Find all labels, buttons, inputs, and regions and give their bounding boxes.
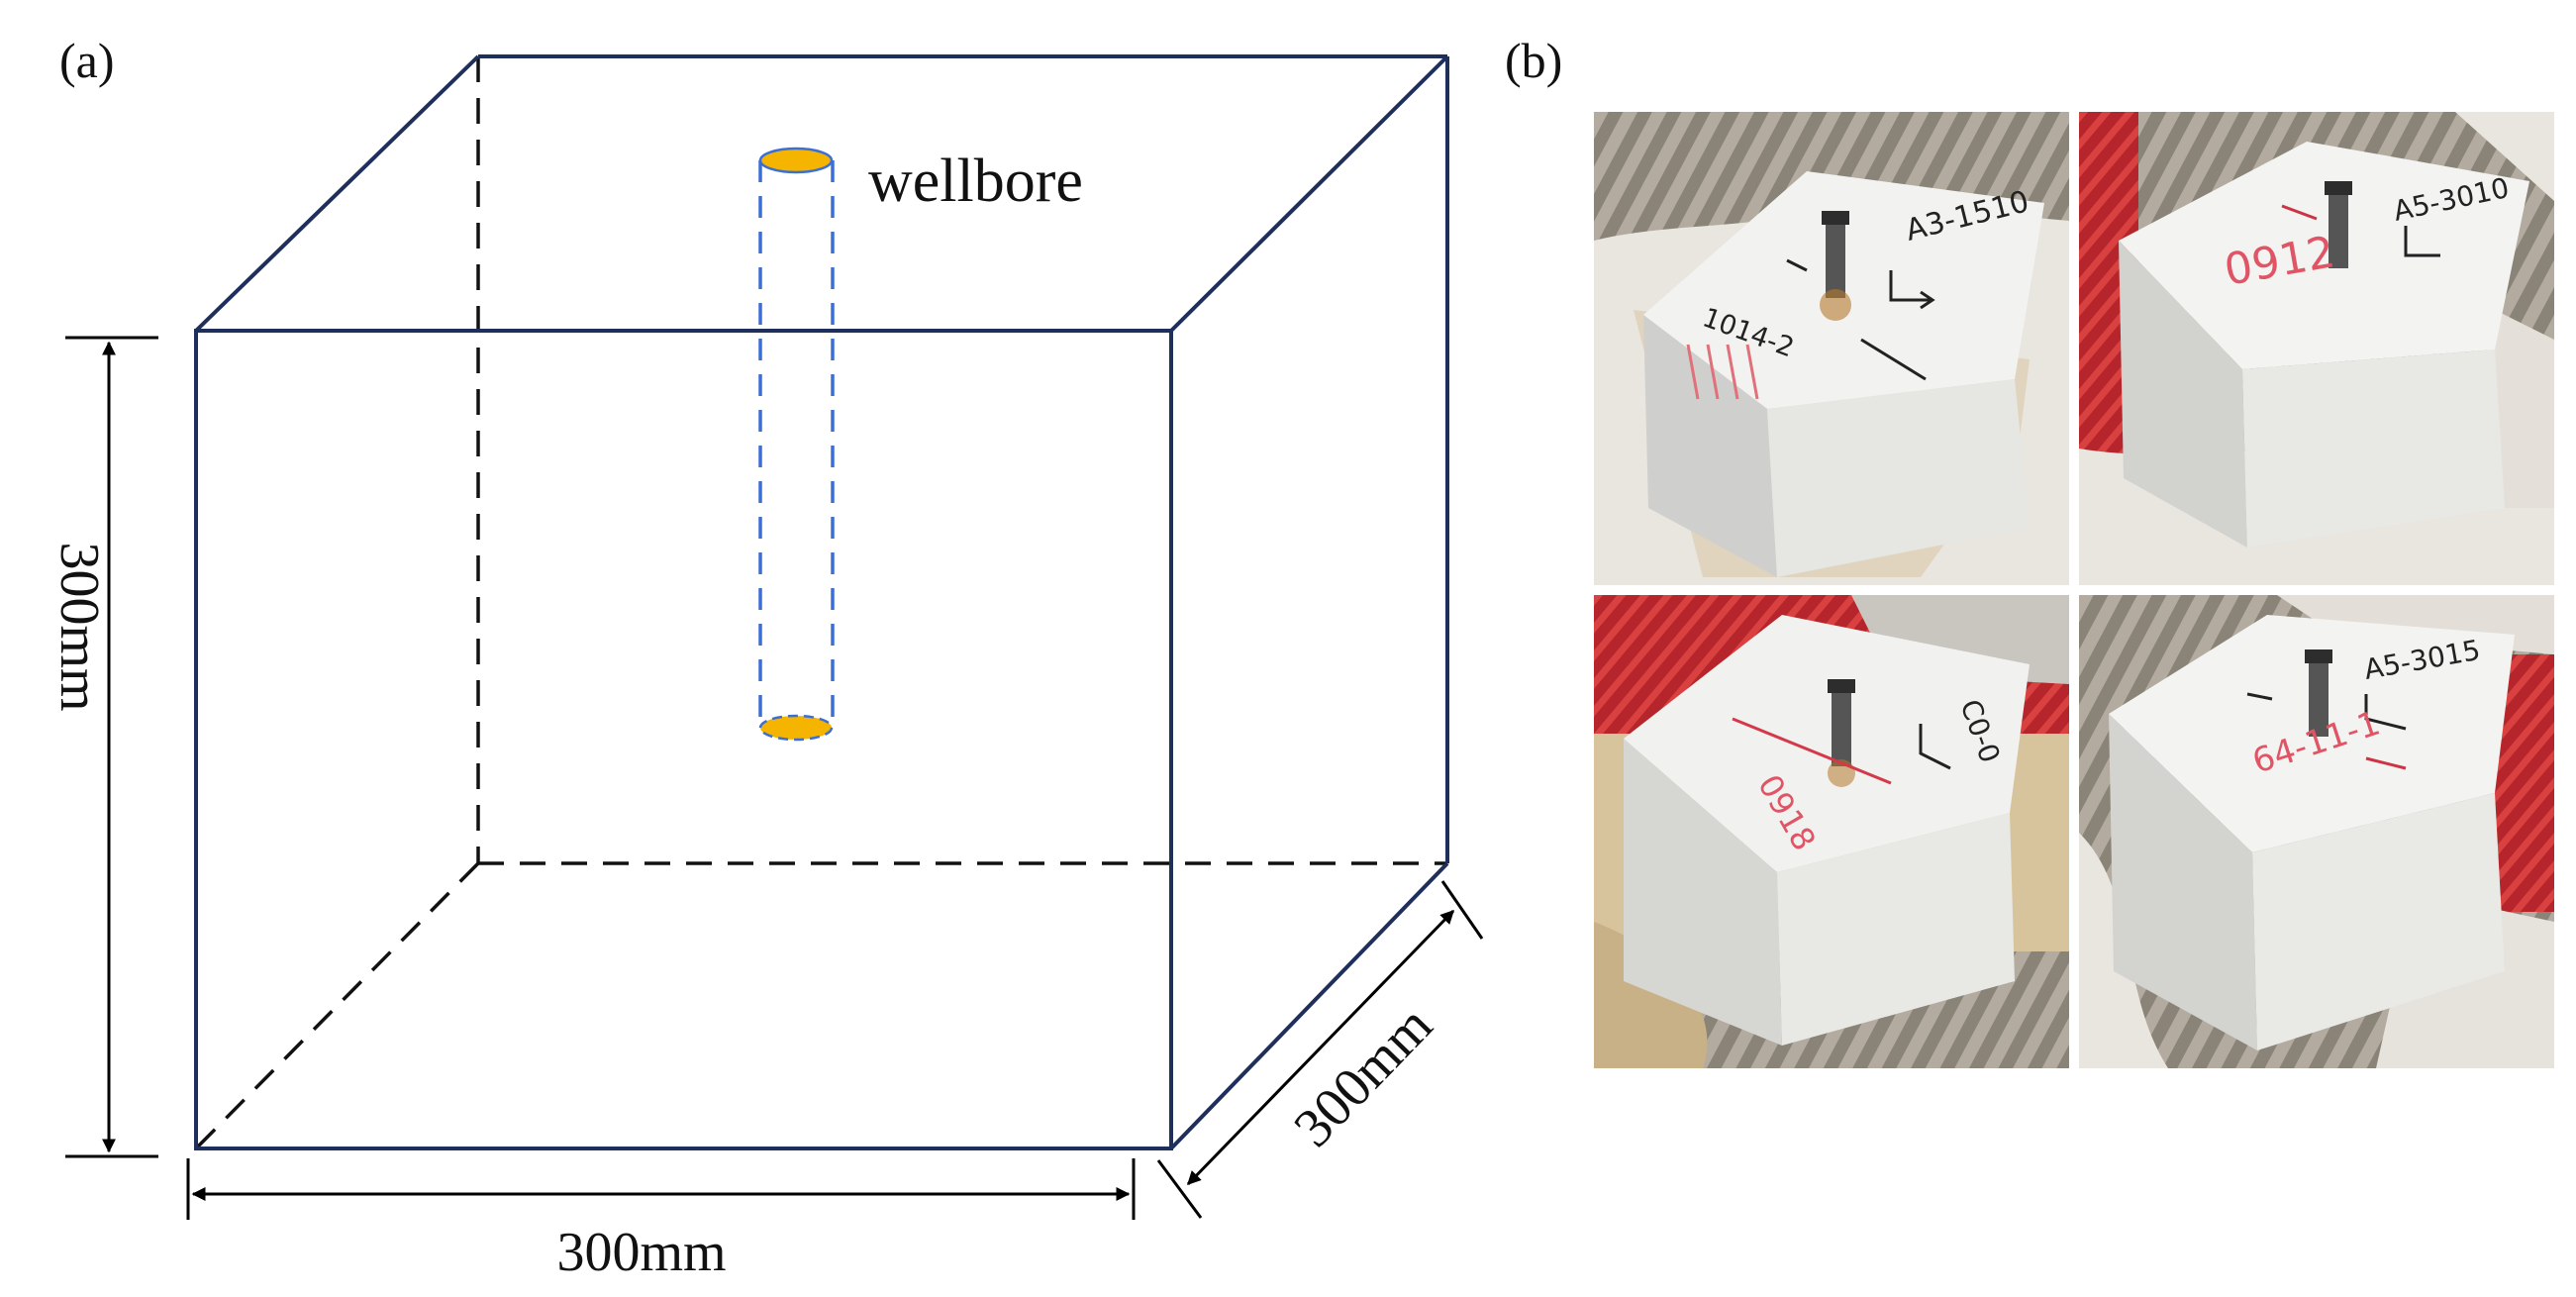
wellbore bbox=[758, 147, 835, 742]
photo-top-left: A3-1510 1014-2 bbox=[1594, 112, 2069, 585]
box-edges bbox=[194, 54, 1449, 1150]
box-top-right-edge bbox=[1169, 54, 1449, 333]
box-top-left-edge bbox=[194, 54, 480, 333]
wellbore-label: wellbore bbox=[868, 148, 1083, 215]
depth-label: 300mm bbox=[1282, 994, 1443, 1158]
width-label: 300mm bbox=[556, 1222, 726, 1283]
wellbore-top-ellipse bbox=[758, 147, 834, 174]
panel-b-label: (b) bbox=[1505, 33, 1562, 88]
photo-top-right: A5-3010 0912 bbox=[2079, 112, 2554, 585]
panel-a-label: (a) bbox=[59, 33, 115, 88]
box-front-face bbox=[194, 329, 1173, 1150]
photo-bottom-left: C0-0 0918 bbox=[1594, 595, 2069, 1068]
wellbore-bottom-ellipse bbox=[758, 714, 834, 742]
panel-b: (b) bbox=[1505, 33, 2554, 1068]
hidden-edge-diagonal bbox=[194, 861, 480, 1150]
height-label: 300mm bbox=[49, 542, 110, 711]
height-dimension bbox=[65, 336, 158, 1158]
width-dimension bbox=[186, 1158, 1136, 1220]
hidden-edges bbox=[194, 56, 1447, 1150]
photo-bottom-right: A5-3015 64-11-1 bbox=[2079, 595, 2554, 1068]
depth-dimension bbox=[1156, 880, 1484, 1219]
panel-a: (a) wellbore 300 bbox=[49, 33, 1484, 1283]
